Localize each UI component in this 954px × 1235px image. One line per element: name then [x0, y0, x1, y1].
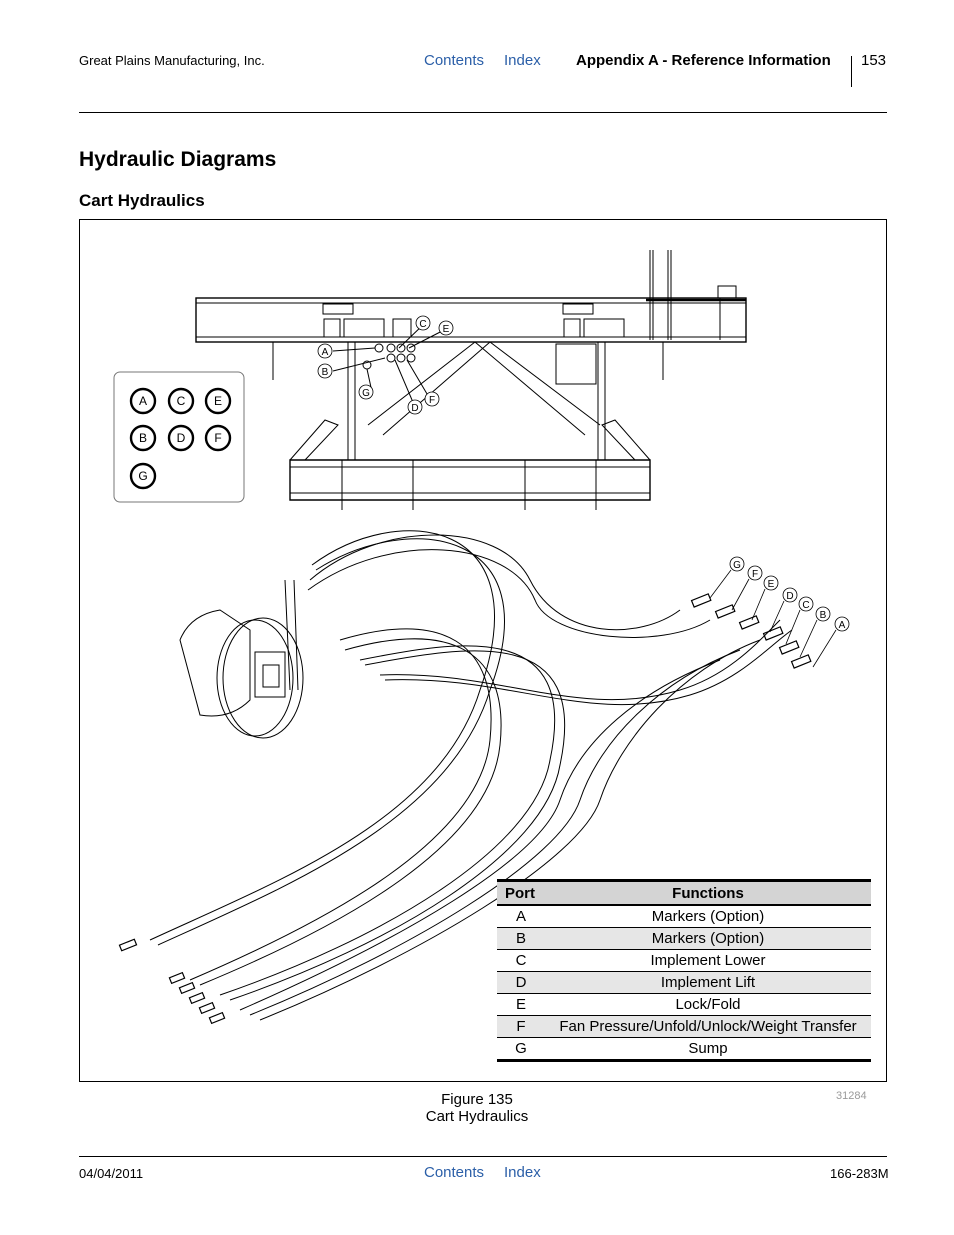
table-row: A Markers (Option) [497, 905, 871, 928]
port-functions-table: Port Functions A Markers (Option) B Mark… [497, 879, 871, 1062]
decal-port-g: G [138, 469, 147, 483]
port-cell: E [497, 993, 545, 1016]
port-decal-inset: A C E B D F G [113, 371, 245, 503]
figure-caption: Cart Hydraulics [425, 1108, 529, 1125]
figure-image-id: 31284 [836, 1090, 867, 1102]
table-row: C Implement Lower [497, 949, 871, 972]
header-contents-link[interactable]: Contents [424, 52, 485, 69]
company-name: Great Plains Manufacturing, Inc. [79, 53, 265, 68]
table-row: E Lock/Fold [497, 993, 871, 1016]
decal-port-c: C [177, 394, 186, 408]
frame-callout-a: A [322, 347, 329, 358]
hose-couplers-right [690, 593, 812, 669]
section-subtitle: Cart Hydraulics [79, 191, 205, 210]
hose-callout-d: D [786, 591, 793, 602]
port-cell: B [497, 927, 545, 950]
frame-callout-c: C [419, 319, 426, 330]
page-number: 153 [861, 52, 887, 69]
frame-callout-e: E [443, 324, 450, 335]
table-row: B Markers (Option) [497, 927, 871, 950]
footer-rule [79, 1156, 887, 1157]
hose-callout-c: C [802, 600, 809, 611]
hose-couplers-left [118, 938, 226, 1025]
function-cell: Lock/Fold [545, 993, 871, 1016]
hose-callout-e: E [768, 579, 775, 590]
hose-callout-b: B [820, 610, 827, 621]
footer-contents-link[interactable]: Contents [424, 1164, 485, 1181]
decal-port-a: A [139, 394, 147, 408]
function-cell: Markers (Option) [545, 927, 871, 950]
function-cell: Implement Lower [545, 949, 871, 972]
fan-motor-drawing [179, 579, 304, 739]
frame-callout-d: D [411, 403, 418, 414]
page-title: Hydraulic Diagrams [79, 148, 277, 171]
port-cell: A [497, 905, 545, 928]
function-cell: Markers (Option) [545, 905, 871, 928]
decal-port-d: D [177, 431, 186, 445]
document-number: 166-283M [830, 1166, 889, 1181]
footer-index-link[interactable]: Index [504, 1164, 541, 1181]
function-cell: Fan Pressure/Unfold/Unlock/Weight Transf… [545, 1015, 871, 1038]
header-rule [79, 112, 887, 113]
table-header-row: Port Functions [497, 879, 871, 906]
frame-callout-f: F [429, 395, 435, 406]
hydraulic-diagram: A B C D E F G A C E B D F G [113, 250, 850, 1025]
hose-callout-a: A [839, 620, 846, 631]
hose-callout-f: F [752, 569, 758, 580]
table-row: F Fan Pressure/Unfold/Unlock/Weight Tran… [497, 1015, 871, 1038]
table-row: D Implement Lift [497, 971, 871, 994]
functions-column-header: Functions [545, 879, 871, 906]
hose-bundle [149, 530, 793, 1021]
function-cell: Sump [545, 1037, 871, 1062]
table-row: G Sump [497, 1037, 871, 1062]
hose-callout-g: G [733, 560, 741, 571]
figure-frame [79, 219, 887, 1082]
decal-port-e: E [214, 394, 222, 408]
footer-date: 04/04/2011 [79, 1166, 144, 1181]
port-cell: F [497, 1015, 545, 1038]
port-cell: G [497, 1037, 545, 1062]
port-cell: D [497, 971, 545, 994]
section-title: Appendix A - Reference Information [576, 52, 831, 69]
frame-callout-g: G [362, 388, 370, 399]
header-divider [851, 56, 852, 87]
port-column-header: Port [497, 879, 545, 906]
cart-frame-drawing [195, 250, 747, 510]
decal-port-b: B [139, 431, 147, 445]
port-cell: C [497, 949, 545, 972]
header-index-link[interactable]: Index [504, 52, 541, 69]
frame-callout-b: B [322, 367, 329, 378]
decal-port-f: F [214, 431, 221, 445]
figure-number: Figure 135 [441, 1091, 513, 1108]
function-cell: Implement Lift [545, 971, 871, 994]
frame-callouts [317, 315, 454, 415]
